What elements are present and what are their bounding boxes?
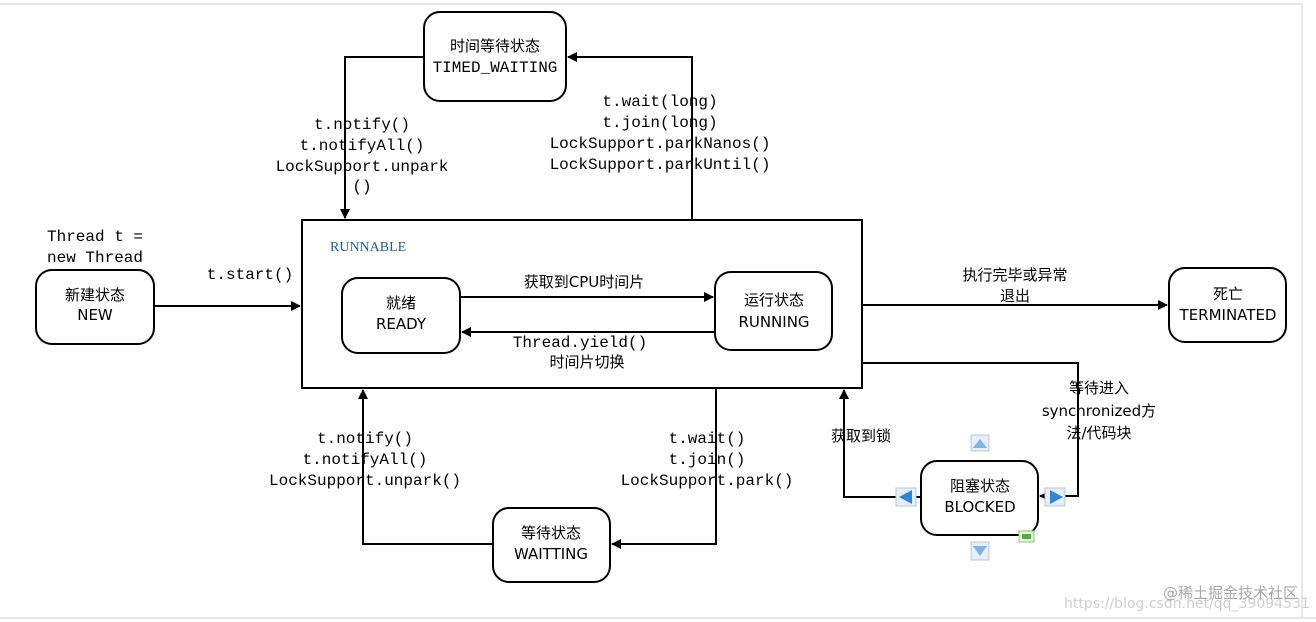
- ready-en: READY: [376, 315, 427, 333]
- label-to-waiting-3: LockSupport.park(): [621, 472, 794, 490]
- state-new: 新建状态 NEW: [35, 269, 155, 345]
- label-to-timed-3: LockSupport.parkNanos(): [550, 135, 771, 153]
- state-blocked: 阻塞状态 BLOCKED: [920, 460, 1039, 536]
- arrow-to-timed-waiting: [567, 52, 693, 220]
- state-running: 运行状态 RUNNING: [714, 271, 833, 351]
- thread-decl-line1: Thread t =: [47, 228, 143, 246]
- waiting-en: WAITTING: [514, 545, 588, 563]
- label-to-blocked-1: 等待进入: [1069, 379, 1129, 397]
- label-from-waiting-1: t.notify(): [317, 430, 413, 448]
- arrow-from-blocked: [839, 389, 921, 498]
- label-get-cpu: 获取到CPU时间片: [524, 273, 645, 291]
- label-from-timed-1: t.notify(): [314, 116, 410, 134]
- handle-up-icon[interactable]: [970, 434, 990, 452]
- label-to-timed-2: t.join(long): [602, 114, 717, 132]
- label-from-timed-2: t.notifyAll(): [300, 137, 425, 155]
- label-to-terminated-2: 退出: [1000, 287, 1030, 305]
- new-cn: 新建状态: [65, 286, 125, 304]
- new-en: NEW: [77, 306, 113, 324]
- label-start: t.start(): [207, 266, 293, 284]
- arrow-from-waiting: [358, 389, 493, 545]
- state-ready: 就绪 READY: [341, 277, 461, 354]
- handle-resize-icon[interactable]: [1018, 530, 1035, 543]
- state-waiting: 等待状态 WAITTING: [492, 507, 611, 583]
- label-from-waiting-2: t.notifyAll(): [303, 451, 428, 469]
- label-yield-1: Thread.yield(): [513, 334, 647, 352]
- label-to-waiting-1: t.wait(): [669, 430, 746, 448]
- state-timed-waiting: 时间等待状态 TIMED_WAITING: [423, 11, 567, 102]
- timed-waiting-cn: 时间等待状态: [450, 37, 540, 55]
- label-to-timed-1: t.wait(long): [602, 93, 717, 111]
- thread-decl-line2: new Thread: [47, 249, 143, 267]
- label-yield-2: 时间片切换: [549, 353, 624, 371]
- running-cn: 运行状态: [744, 291, 804, 309]
- label-from-timed-3: LockSupport.unpark: [276, 158, 449, 176]
- watermark: @稀土掘金技术社区: [1163, 584, 1298, 602]
- label-to-blocked-2: synchronized方: [1042, 402, 1156, 420]
- ready-cn: 就绪: [386, 294, 416, 312]
- handle-right-icon[interactable]: [1044, 487, 1066, 507]
- label-to-blocked-3: 法/代码块: [1066, 424, 1131, 442]
- terminated-cn: 死亡: [1213, 285, 1243, 303]
- label-to-timed-4: LockSupport.parkUntil(): [550, 156, 771, 174]
- watermark-url: https://blog.csdn.net/qq_39094531: [1064, 596, 1310, 612]
- label-from-waiting-3: LockSupport.unpark(): [269, 472, 461, 490]
- handle-down-icon[interactable]: [970, 541, 990, 561]
- label-from-blocked: 获取到锁: [831, 427, 891, 445]
- running-en: RUNNING: [738, 313, 809, 331]
- runnable-label: RUNNABLE: [330, 240, 406, 255]
- terminated-en: TERMINATED: [1179, 306, 1277, 324]
- label-to-terminated-1: 执行完毕或异常: [962, 266, 1067, 284]
- label-to-waiting-2: t.join(): [669, 451, 746, 469]
- arrow-to-waiting: [611, 388, 717, 549]
- state-terminated: 死亡 TERMINATED: [1168, 267, 1287, 343]
- waiting-cn: 等待状态: [521, 524, 581, 542]
- arrow-from-timed-waiting: [340, 56, 424, 219]
- timed-waiting-en: TIMED_WAITING: [433, 59, 558, 77]
- label-from-timed-4: (): [352, 178, 371, 196]
- handle-left-icon[interactable]: [895, 487, 917, 507]
- blocked-en: BLOCKED: [944, 498, 1015, 516]
- blocked-cn: 阻塞状态: [950, 477, 1010, 495]
